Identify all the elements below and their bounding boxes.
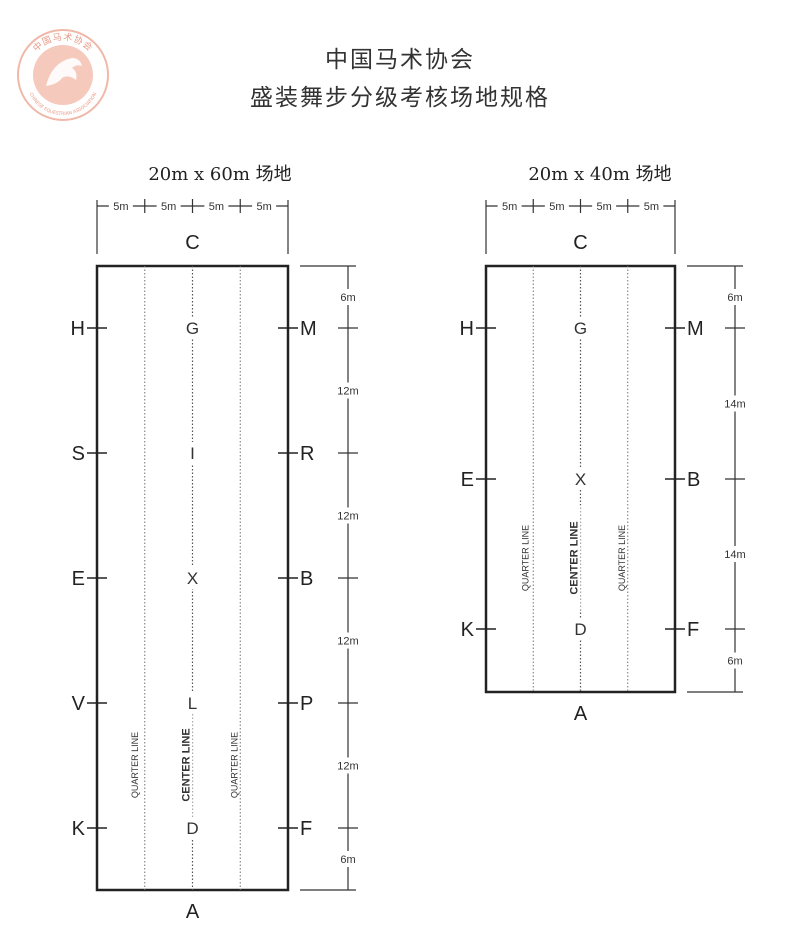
arena_40-center-letter-bg-1 xyxy=(572,468,589,490)
arena_40-width-label-bg-2 xyxy=(592,199,617,213)
arena_60-width-label-2: 5m xyxy=(209,201,224,213)
arena-60-title: 20m x 60m 场地 xyxy=(148,164,292,185)
arena_60-center-letter-3: L xyxy=(188,694,197,713)
arena_60-center-letter-bg-3 xyxy=(184,692,201,714)
arena_60-center-letter-bg-1 xyxy=(184,442,201,464)
arena_40-center-line-label: CENTER LINE xyxy=(569,521,581,594)
arena_60-quarter-line-label-left: QUARTER LINE xyxy=(130,732,140,798)
arena_40-width-label-bg-0 xyxy=(497,199,522,213)
arena_60-quarter-line-label-right: QUARTER LINE xyxy=(229,732,239,798)
arena_60-left-letter-1: S xyxy=(72,443,85,465)
arena_60-right-letter-4: F xyxy=(300,818,312,840)
arena_40-length-label-3: 6m xyxy=(727,656,742,668)
arena_40-quarter-line-label-left-bg xyxy=(518,505,531,610)
arena_40-quarter-line-label-right-bg xyxy=(614,505,627,610)
arena_40-length-label-0: 6m xyxy=(727,292,742,304)
arena_60-width-label-1: 5m xyxy=(161,201,176,213)
arena_60-length-label-bg-2 xyxy=(334,507,362,524)
arena_60-length-label-bg-1 xyxy=(334,382,362,399)
arena_40-width-label-2: 5m xyxy=(596,201,611,213)
arena_40-letter-top: C xyxy=(573,232,587,254)
arena_60-length-label-4: 12m xyxy=(337,761,358,773)
arena_60-width-label-bg-2 xyxy=(204,199,229,213)
association-logo-icon: 中国马术协会 CHINESE EQUESTRIAN ASSOCIATION xyxy=(17,29,109,121)
arena_60-center-letter-0: G xyxy=(186,319,199,338)
arena_40-left-letter-0: H xyxy=(460,318,474,340)
arena_40-center-letter-1: X xyxy=(575,470,586,489)
arena_40-right-letter-1: B xyxy=(687,469,700,491)
arena_60-quarter-line-label-right-bg xyxy=(227,710,240,820)
page-title-spec: 盛装舞步分级考核场地规格 xyxy=(250,85,550,111)
arena_40-width-label-1: 5m xyxy=(549,201,564,213)
arena_40-width-label-3: 5m xyxy=(644,201,659,213)
arena_40-center-letter-0: G xyxy=(574,319,587,338)
arena_40-width-label-0: 5m xyxy=(502,201,517,213)
arena_60-left-letter-4: K xyxy=(72,818,86,840)
arena_60-left-letter-3: V xyxy=(72,693,86,715)
arena_60-center-letter-bg-0 xyxy=(184,317,201,339)
arena_40-length-label-bg-3 xyxy=(721,652,749,669)
arena_60-length-label-0: 6m xyxy=(340,292,355,304)
arena_60-right-letter-3: P xyxy=(300,693,313,715)
arena_60-center-letter-2: X xyxy=(187,569,198,588)
arena_40-center-line-label-bg xyxy=(566,505,581,610)
arena_40-left-letter-2: K xyxy=(461,619,475,641)
arena_60-center-letter-bg-4 xyxy=(184,817,201,839)
arena_60-length-label-bg-0 xyxy=(334,289,362,305)
arena_40-length-label-bg-1 xyxy=(721,395,749,412)
arena_40-length-label-2: 14m xyxy=(724,549,745,561)
arena_40-width-label-bg-3 xyxy=(639,199,664,213)
arena_60-center-line-label: CENTER LINE xyxy=(181,728,193,801)
arena_60-width-label-0: 5m xyxy=(113,201,128,213)
arena_40-right-letter-0: M xyxy=(687,318,704,340)
arena_40-quarter-line-label-left: QUARTER LINE xyxy=(520,525,530,591)
arena_60-length-label-1: 12m xyxy=(337,386,358,398)
arena_40-right-letter-2: F xyxy=(687,619,699,641)
arena_40-letter-bottom: A xyxy=(574,703,588,725)
arena_60-quarter-line-label-left-bg xyxy=(127,710,140,820)
arena_60-width-label-bg-3 xyxy=(252,199,277,213)
arena_40-center-letter-2: D xyxy=(574,620,586,639)
arena_40-length-label-bg-2 xyxy=(721,546,749,562)
arena_60-letter-top: C xyxy=(185,232,199,254)
arena_60-width-label-bg-1 xyxy=(156,199,181,213)
page-title-association: 中国马术协会 xyxy=(325,47,475,73)
arena_60-center-letter-4: D xyxy=(186,819,198,838)
arena_60-center-letter-1: I xyxy=(190,444,195,463)
arena_40-length-label-bg-0 xyxy=(721,289,749,305)
arena_60-right-letter-0: M xyxy=(300,318,317,340)
arena_60-right-letter-2: B xyxy=(300,568,313,590)
arena_60-center-line-label-bg xyxy=(178,710,193,820)
arena_60-width-label-3: 5m xyxy=(256,201,271,213)
arena_60-letter-bottom: A xyxy=(186,901,200,923)
arena_60-left-letter-0: H xyxy=(71,318,85,340)
arena_60-length-label-bg-5 xyxy=(334,851,362,867)
arena_60-length-label-bg-4 xyxy=(334,757,362,774)
arena_40-left-letter-1: E xyxy=(461,469,474,491)
arena_40-width-label-bg-1 xyxy=(544,199,569,213)
arena_60-length-label-2: 12m xyxy=(337,511,358,523)
arena_60-length-label-3: 12m xyxy=(337,636,358,648)
arena_60-left-letter-2: E xyxy=(72,568,85,590)
arena_60-length-label-5: 6m xyxy=(340,854,355,866)
association-logo: 中国马术协会 CHINESE EQUESTRIAN ASSOCIATION xyxy=(16,28,110,122)
arena_40-center-letter-bg-0 xyxy=(572,317,589,339)
arena_40-quarter-line-label-right: QUARTER LINE xyxy=(617,525,627,591)
arena_60-length-label-bg-3 xyxy=(334,632,362,649)
arena-40-title: 20m x 40m 场地 xyxy=(528,164,672,185)
arena_60-width-label-bg-0 xyxy=(108,199,133,213)
arena_60-center-letter-bg-2 xyxy=(184,567,201,589)
arena_40-center-letter-bg-2 xyxy=(572,618,589,640)
arena_40-length-label-1: 14m xyxy=(724,399,745,411)
arena_60-right-letter-1: R xyxy=(300,443,314,465)
